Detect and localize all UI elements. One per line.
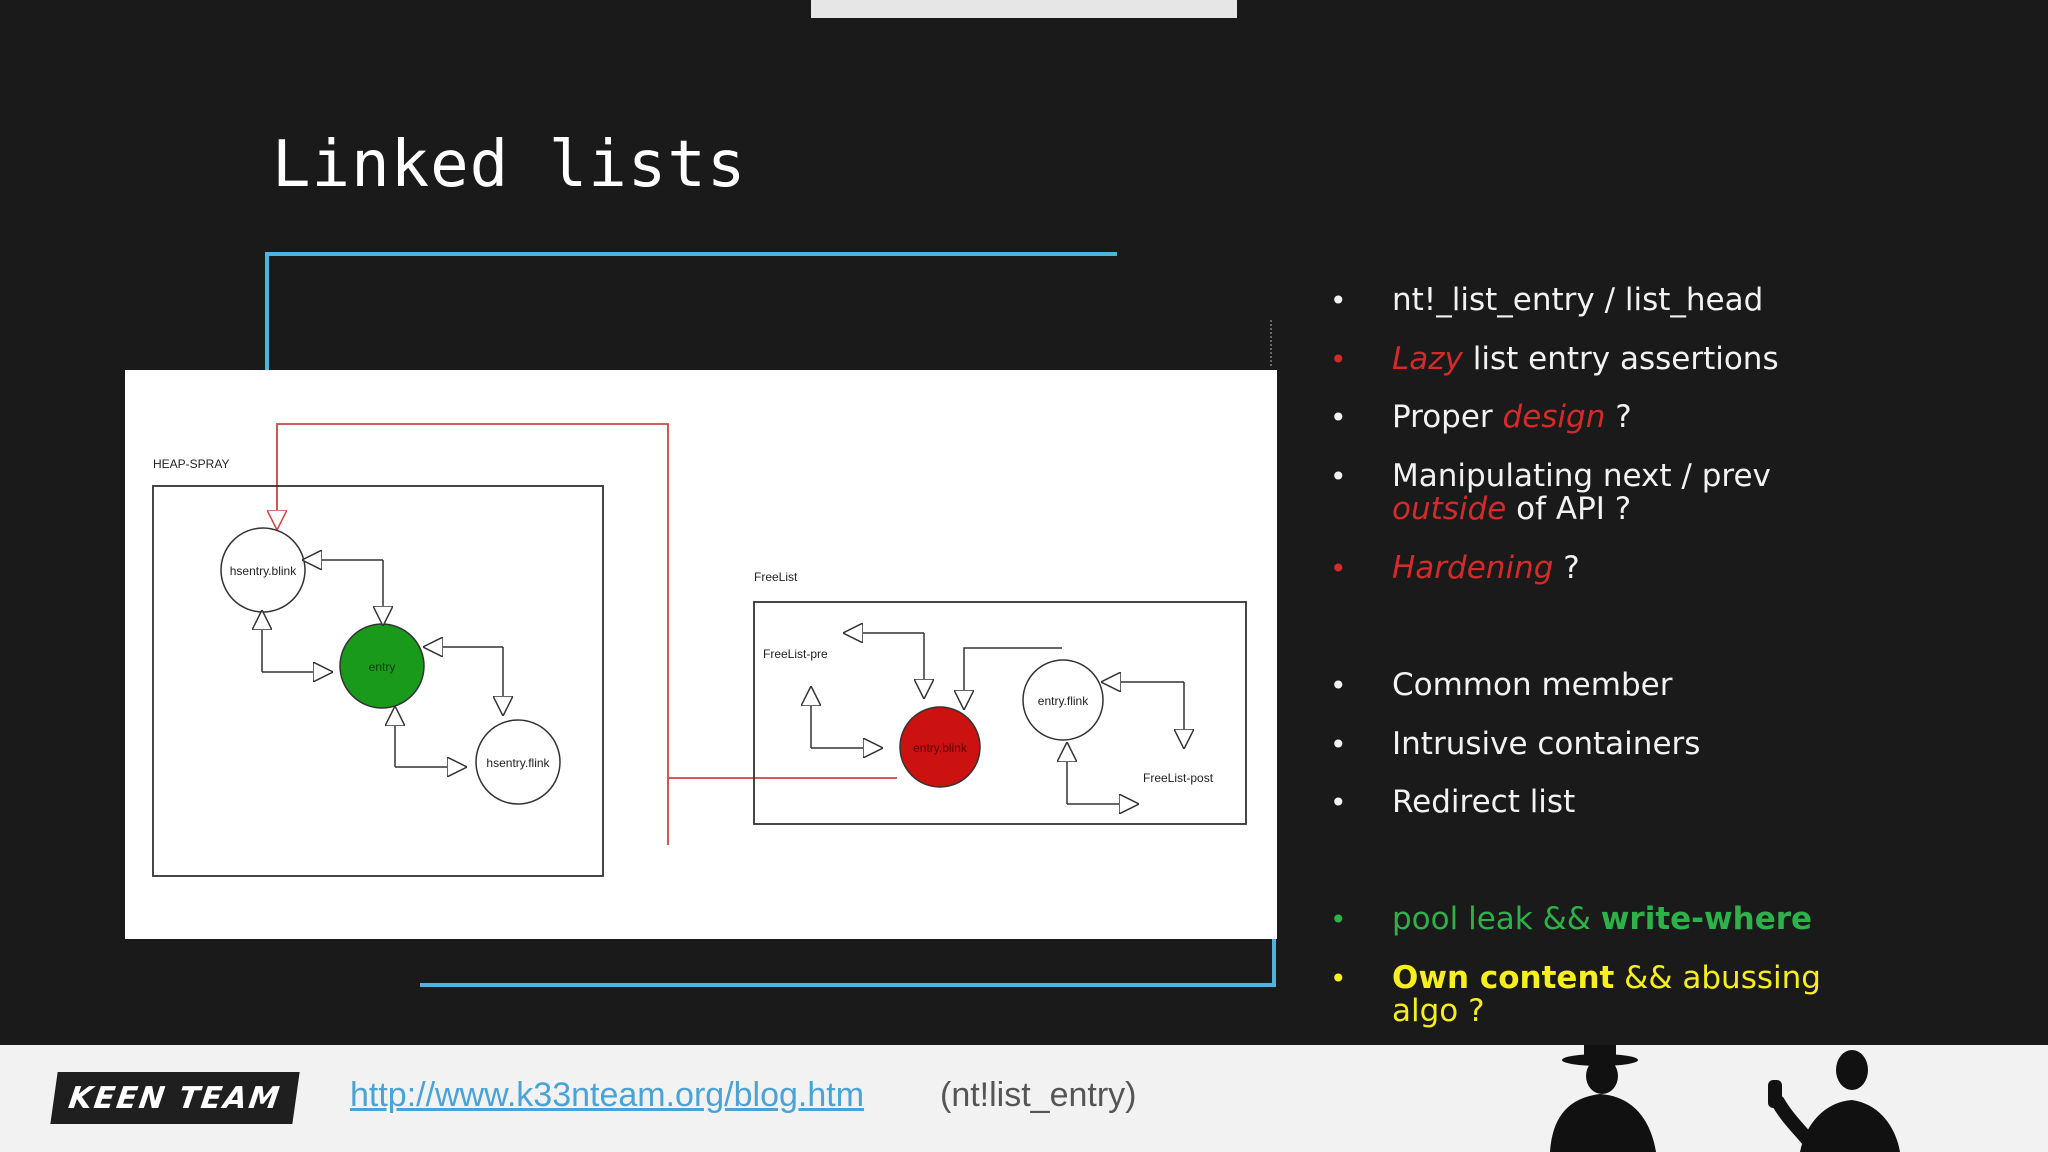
bullet-dot: • (1330, 669, 1347, 702)
freelist-post-label: FreeList-post (1143, 771, 1214, 785)
entry-blink-label: entry.blink (913, 741, 968, 755)
frame-bottom-line (420, 983, 1276, 987)
bullet-dot: • (1330, 903, 1347, 936)
bullet-dot: • (1330, 962, 1347, 995)
slide-title: Linked lists (272, 128, 747, 202)
entry-label: entry (369, 660, 396, 674)
keen-team-logo: KEEN TEAM (50, 1072, 300, 1124)
heap-spray-label: HEAP-SPRAY (153, 457, 229, 471)
blog-link[interactable]: http://www.k33nteam.org/blog.htm (350, 1076, 865, 1114)
frame-top-line (265, 252, 1117, 256)
bullet-dot: • (1330, 401, 1347, 434)
freelist-pre-label: FreeList-pre (763, 647, 828, 661)
freelist-label: FreeList (754, 570, 798, 584)
bullet-dot: • (1330, 728, 1347, 761)
freelist-box (753, 601, 1247, 825)
hsentry-flink-label: hsentry.flink (486, 756, 550, 770)
bullet-dot: • (1330, 552, 1347, 585)
diagram-svg: HEAP-SPRAY hsentry.blink entry hsentry.f… (152, 423, 1247, 877)
entry-flink-label: entry.flink (1038, 694, 1089, 708)
red-connector-top (277, 423, 669, 845)
bullet-dot: • (1330, 786, 1347, 819)
frame-right-line (1272, 935, 1276, 987)
top-tab (811, 0, 1237, 18)
footer-bar (0, 1045, 2048, 1152)
bullet-dot: • (1330, 343, 1347, 376)
frame-left-line (265, 252, 269, 370)
reference-text: (nt!list_entry) (940, 1076, 1137, 1114)
linked-list-diagram: HEAP-SPRAY hsentry.blink entry hsentry.f… (125, 370, 1277, 939)
hsentry-blink-label: hsentry.blink (230, 564, 297, 578)
bullet-dot: • (1330, 460, 1347, 493)
bullet-dot: • (1330, 284, 1347, 317)
frame-dotted-line (1270, 320, 1274, 366)
hsentry-flink-node (475, 719, 561, 805)
entry-flink-node (1022, 659, 1104, 741)
heap-spray-box (152, 485, 604, 877)
silhouettes-image (1550, 1045, 1900, 1152)
entry-blink-node (899, 706, 981, 788)
